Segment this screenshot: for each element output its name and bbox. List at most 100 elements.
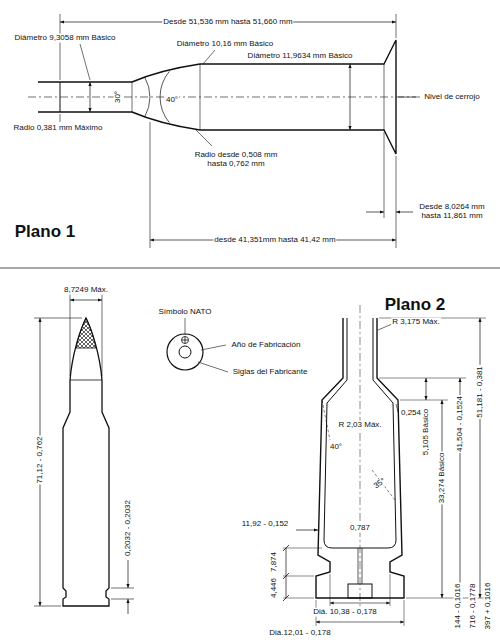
dimension-text: 0,2032 - 0,2032: [124, 499, 133, 557]
dimension-line: [426, 378, 427, 400]
dimension-line: [128, 599, 129, 614]
rim-line: [384, 64, 385, 130]
dimension-line: [480, 318, 481, 598]
dimension-text: Diá.12,01 - 0,178: [268, 629, 331, 638]
case-section-inner: [324, 318, 396, 548]
dimension-line: [316, 622, 404, 623]
shoulder-line: [132, 82, 133, 112]
dimension-text: 51,181 - 0,381: [476, 365, 485, 419]
flash-hole: [358, 548, 359, 584]
dimension-text: 8,7249 Máx.: [63, 286, 109, 295]
angle-line: [322, 400, 330, 440]
extension-line: [283, 576, 314, 577]
dimension-text: 71,12 - 0,762: [36, 435, 45, 484]
leader-line: [203, 50, 215, 64]
dimension-text: Diámetro 9,3058 mm Básico: [14, 34, 117, 43]
dimension-text: 716 - 0,1778: [469, 583, 478, 630]
angle-text: 35°: [372, 476, 389, 491]
leader-line: [185, 318, 186, 335]
panel-separator: [0, 267, 500, 269]
case-mouth: [70, 380, 102, 381]
extension-line: [384, 132, 385, 218]
dimension-text: R 3,175 Máx.: [391, 318, 441, 327]
dimension-text: 397 + 0,1016: [484, 582, 493, 631]
extension-line: [396, 14, 397, 38]
dimension-text: Desde 8,0264 mm hasta 11,861 mm: [413, 203, 491, 221]
dimension-text: Diámetro 10,16 mm Básico: [176, 40, 274, 49]
dimension-text: Radio 0,381 mm Máximo: [13, 124, 104, 133]
shoulder-line: [200, 64, 201, 130]
angle-text: 30°: [114, 90, 123, 104]
extension-line: [283, 548, 322, 549]
dimension-text: desde 41,351mm hasta 41,42 mm: [213, 236, 336, 245]
primer-pocket: [348, 584, 372, 598]
extension-line: [70, 294, 71, 376]
leader-line: [60, 114, 61, 122]
case-outline: [38, 40, 396, 154]
extension-line: [390, 574, 391, 606]
extension-line: [102, 294, 103, 376]
dimension-line: [128, 560, 129, 588]
extension-line: [111, 599, 134, 600]
extension-line: [111, 588, 134, 589]
headstamp: [167, 334, 203, 370]
dimension-line: [366, 212, 384, 213]
note-text: Nivel de cerrojo: [423, 93, 481, 102]
plan-title: Plano 1: [14, 223, 76, 242]
dimension-line: [296, 530, 318, 531]
leader-line: [398, 97, 416, 98]
extension-line: [60, 14, 61, 80]
center-line: [28, 97, 420, 98]
flash-hole: [362, 548, 363, 584]
primer: [179, 346, 191, 358]
dimension-line: [330, 603, 390, 604]
dimension-line: [350, 64, 351, 130]
extension-line: [400, 400, 448, 401]
dimension-text: 5,105 Básico: [422, 408, 431, 456]
bullet-tip: [76, 318, 96, 348]
dimension-text: 11,92 - 0,152: [241, 520, 290, 529]
dimension-line: [90, 82, 91, 112]
dimension-text: 144 - 0,1016: [454, 583, 463, 630]
dimension-line: [70, 300, 102, 301]
case-section-outer: [316, 318, 404, 598]
dimension-text: 33,274 Básico: [438, 452, 447, 505]
leader-line: [201, 345, 226, 350]
dimension-line: [396, 212, 414, 213]
dimension-text: 0,254: [400, 409, 422, 418]
leader-line: [198, 362, 228, 372]
dimension-ticks: [283, 545, 289, 601]
dimension-text: Desde 51,536 mm hasta 51,660 mm: [162, 18, 293, 27]
callout-text: Año de Fabricación: [231, 341, 302, 350]
angle-line: [372, 470, 395, 500]
angle-text: 40°: [329, 443, 343, 452]
dimension-text: 7,874: [270, 551, 279, 573]
center-line: [360, 305, 361, 612]
dimension-text: Radio desde 0,508 mm hasta 0,762 mm: [189, 151, 283, 169]
dimension-text: 41,504 - 0,1524: [456, 395, 465, 453]
leader-line: [196, 130, 212, 146]
leader-line: [396, 404, 398, 412]
leader-line: [80, 44, 90, 80]
dimension-text: 0,787: [349, 524, 371, 533]
case-mouth: [60, 82, 61, 112]
dimension-text: R 2,03 Máx.: [337, 421, 382, 430]
dimension-text: Diá. 10,38 - 0,178: [312, 608, 378, 617]
extension-line: [396, 156, 397, 248]
callout-text: Símbolo NATO: [157, 308, 212, 317]
dimension-line: [286, 548, 287, 598]
extension-line: [283, 598, 314, 599]
nato-symbol: [182, 337, 189, 344]
angle-text: 40°: [165, 96, 179, 105]
extension-line: [34, 606, 61, 607]
dimension-text: 4,446: [270, 577, 279, 599]
extension-line: [379, 378, 466, 379]
extension-line: [150, 122, 151, 248]
extension-line: [34, 318, 82, 319]
extension-line: [330, 574, 331, 606]
dimension-text: Diámetro 11,9634 mm Básico: [247, 52, 354, 61]
angle-arc: [145, 77, 150, 117]
plan-title: Plano 2: [384, 296, 446, 315]
callout-text: Siglas del Fabricante: [232, 368, 309, 377]
